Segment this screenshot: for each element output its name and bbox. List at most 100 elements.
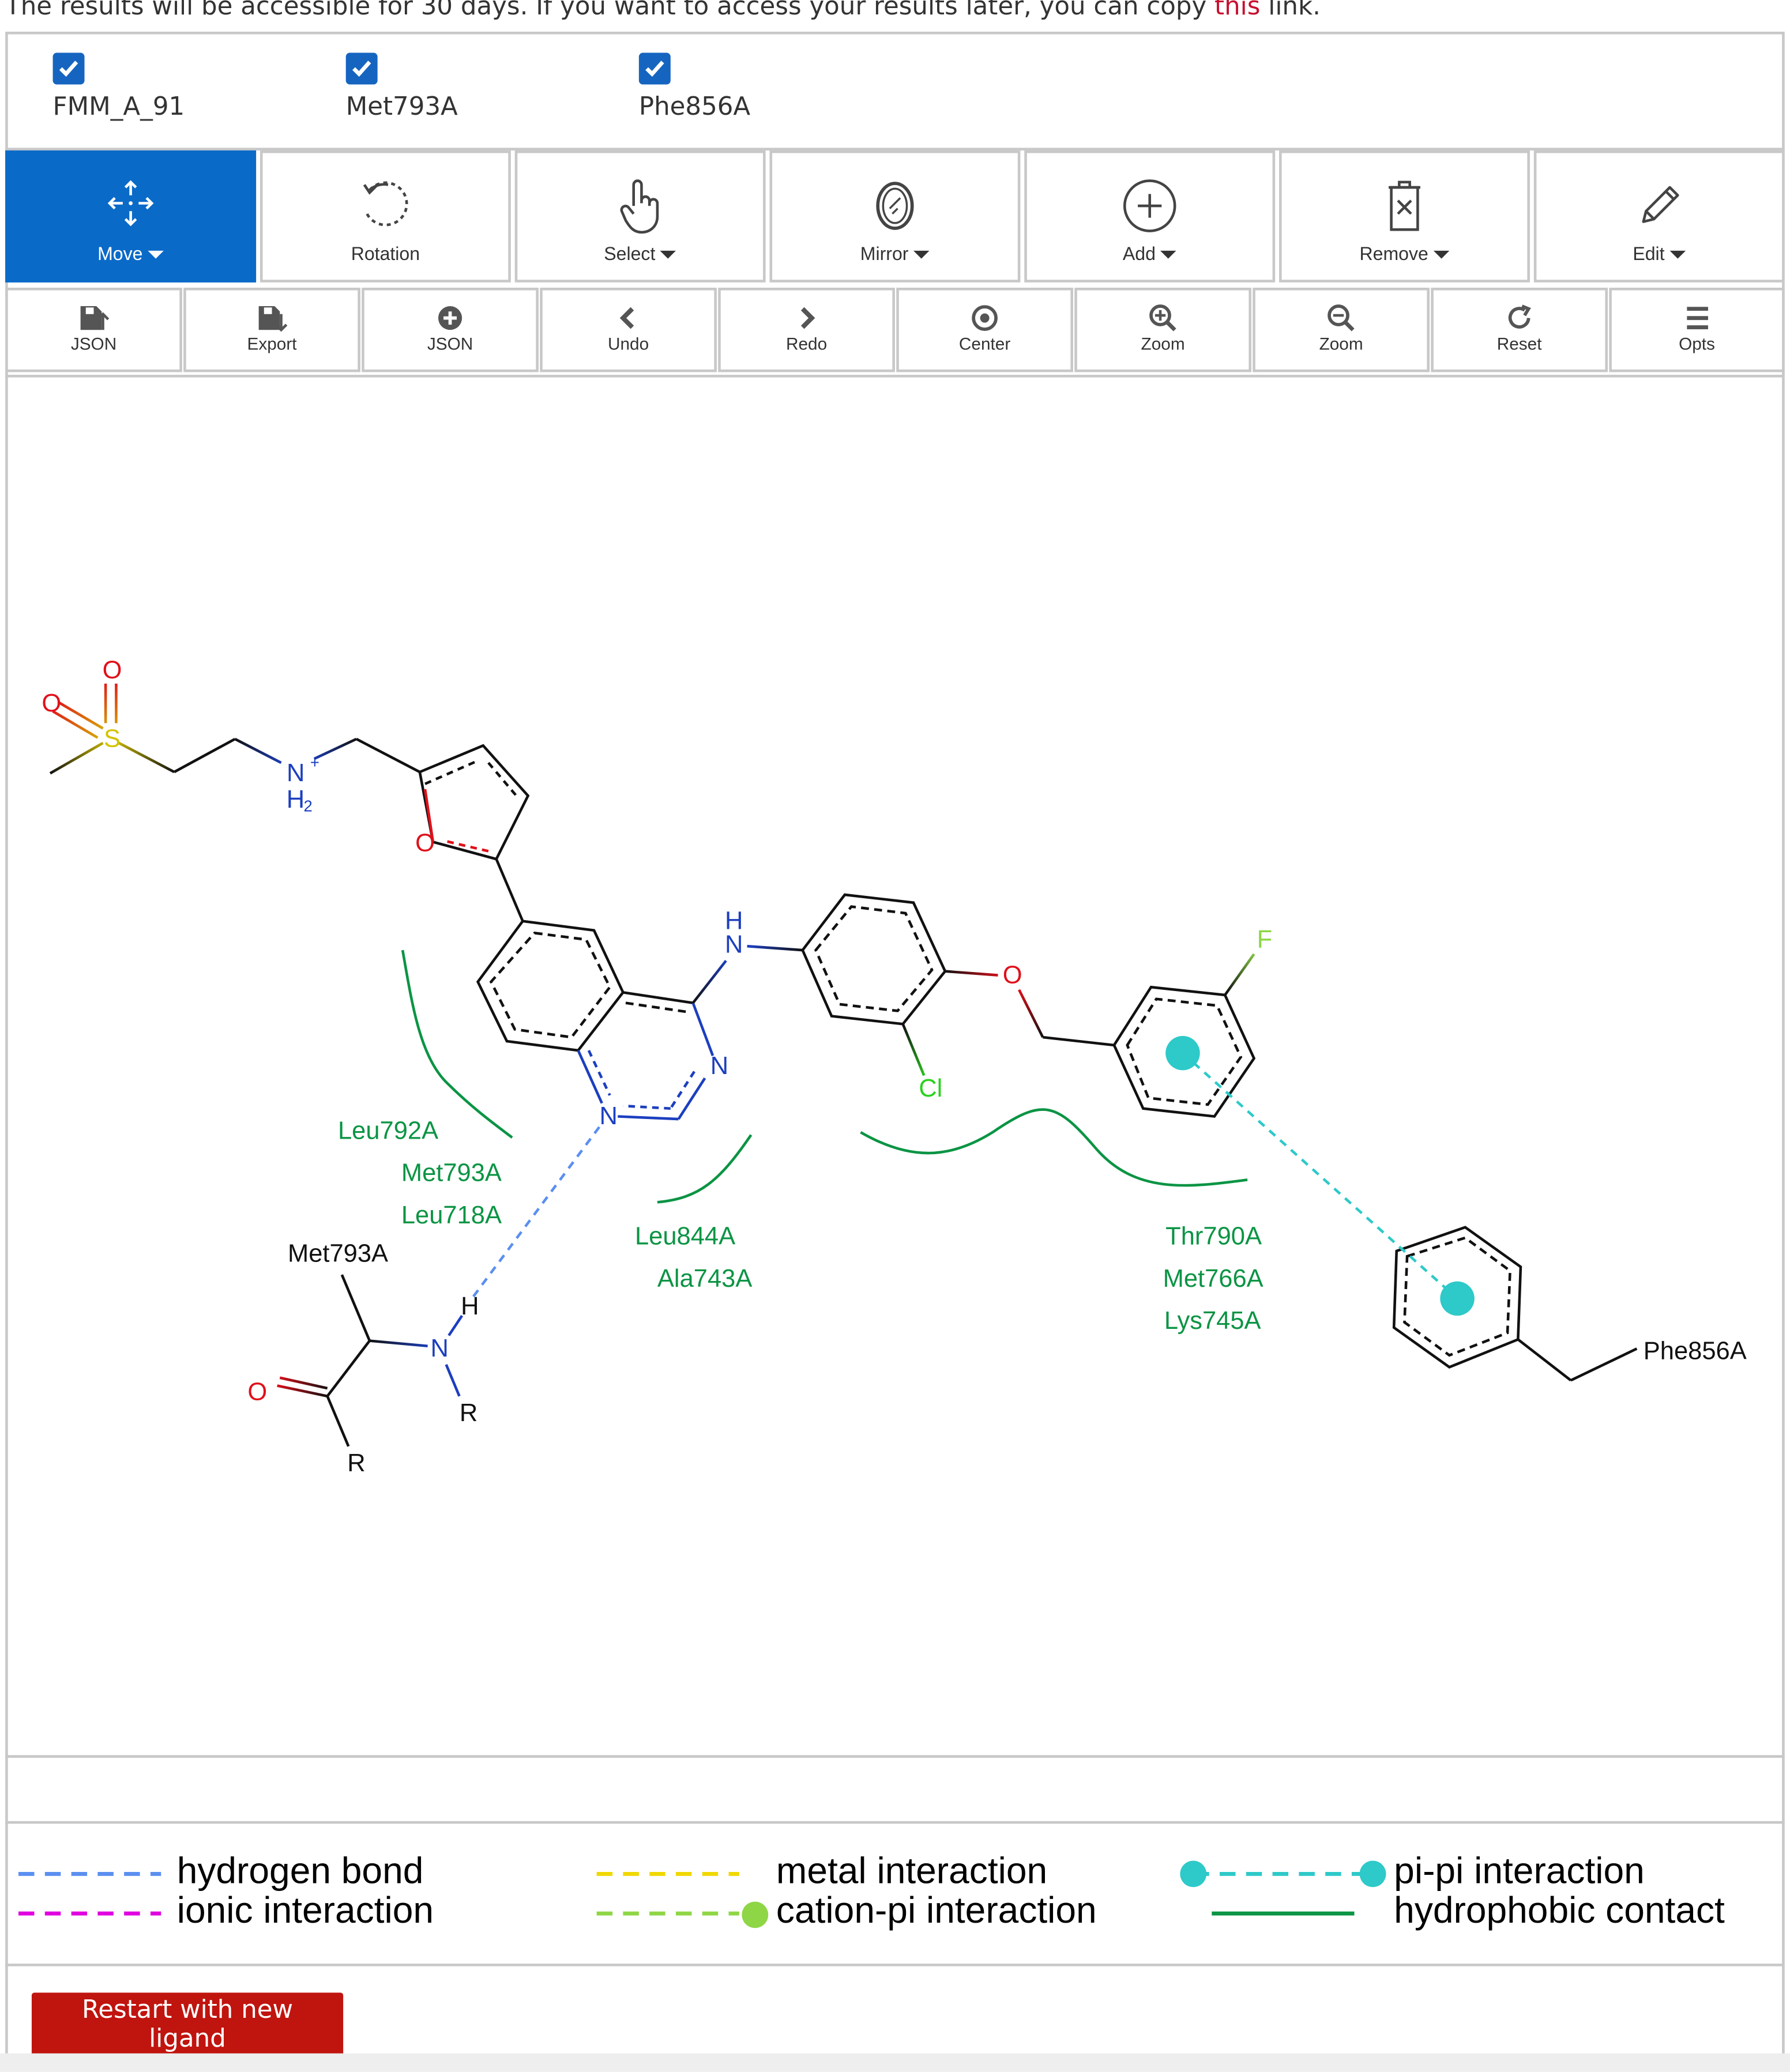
pi-pi-dot-right	[1359, 1860, 1386, 1888]
center-button[interactable]: Center	[896, 288, 1073, 372]
checkbox-box[interactable]	[52, 52, 85, 85]
select-button[interactable]: Select	[514, 150, 766, 282]
cation-pi-dot	[742, 1901, 769, 1928]
checkmark-icon	[59, 61, 78, 77]
caret-down-icon	[1669, 251, 1686, 259]
checkbox-met793a[interactable]: Met793A	[345, 52, 531, 132]
interaction-diagram-canvas[interactable]	[5, 375, 1785, 1758]
target-icon	[972, 305, 998, 331]
zoom-out-label: Zoom	[1319, 334, 1363, 354]
main-toolbar: Move Rotation Select Mirror	[5, 150, 1785, 285]
charge-plus: +	[310, 754, 319, 771]
atom-o-residue: O	[247, 1378, 267, 1406]
legend-symbols	[18, 1860, 1386, 1928]
menu-bars-icon	[1686, 307, 1708, 330]
edit-label: Edit	[1633, 243, 1665, 264]
atom-r: R	[460, 1399, 477, 1427]
mirror-label: Mirror	[860, 243, 909, 264]
add-json-button[interactable]: JSON	[362, 288, 539, 372]
plus-circle-filled-icon	[438, 306, 462, 330]
zoom-out-button[interactable]: Zoom	[1253, 288, 1430, 372]
options-button[interactable]: Opts	[1609, 288, 1785, 372]
ligand-bonds	[49, 683, 1256, 1121]
save-json-label: JSON	[70, 334, 117, 354]
checkbox-label: FMM_A_91	[52, 92, 185, 122]
visibility-checkboxes: FMM_A_91 Met793A Phe856A	[5, 32, 1785, 150]
save-json-button[interactable]: JSON	[5, 288, 182, 372]
pi-pi-interaction	[1165, 1035, 1475, 1316]
add-json-label: JSON	[427, 334, 473, 354]
add-button[interactable]: Add	[1024, 150, 1276, 282]
hydrophobic-contacts	[401, 950, 1248, 1204]
zoom-in-label: Zoom	[1141, 334, 1185, 354]
atom-o: O	[42, 690, 61, 717]
atom-n-quinazoline: N	[600, 1102, 618, 1130]
hydrophobic-arc-thr790	[860, 1108, 1248, 1187]
atom-h2: H	[287, 786, 304, 813]
legend-hydrophobic: hydrophobic contact	[1394, 1889, 1725, 1931]
undo-button[interactable]: Undo	[540, 288, 717, 372]
checkmark-icon	[352, 61, 371, 77]
zoom-in-icon	[1149, 304, 1176, 331]
label-ala743a: Ala743A	[657, 1265, 752, 1293]
move-label: Move	[97, 243, 143, 264]
reset-button[interactable]: Reset	[1431, 288, 1608, 372]
caret-down-icon	[1161, 251, 1177, 259]
remove-button[interactable]: Remove	[1279, 150, 1530, 282]
checkbox-box[interactable]	[345, 52, 378, 85]
atom-r: R	[347, 1449, 365, 1477]
label-leu844a: Leu844A	[635, 1223, 735, 1250]
subscript-2: 2	[303, 797, 312, 815]
notice-text: The results will be accessible for 30 da…	[5, 0, 1215, 21]
hydrophobic-arc-leu844	[657, 1134, 753, 1204]
edit-button[interactable]: Edit	[1533, 150, 1785, 282]
residue-labels: Leu792A Met793A Leu718A Met793A Leu844A …	[288, 1117, 1747, 1365]
options-label: Opts	[1679, 334, 1715, 354]
caret-down-icon	[1433, 251, 1450, 259]
caret-down-icon	[660, 251, 677, 259]
caret-down-icon	[913, 251, 930, 259]
rotation-button[interactable]: Rotation	[260, 150, 511, 282]
add-label: Add	[1122, 243, 1156, 264]
plus-circle-icon	[1123, 179, 1176, 232]
label-leu718a: Leu718A	[401, 1201, 502, 1229]
zoom-in-button[interactable]: Zoom	[1074, 288, 1251, 372]
label-met793a-residue: Met793A	[288, 1240, 388, 1267]
atom-n-quinazoline: N	[710, 1052, 728, 1080]
residue-met793a	[277, 1274, 464, 1447]
checkmark-icon	[645, 61, 664, 77]
rotation-label: Rotation	[351, 243, 420, 264]
export-label: Export	[247, 334, 297, 354]
pointer-hand-icon	[620, 179, 659, 234]
rotate-icon	[363, 181, 408, 227]
legend-cation-pi: cation-pi interaction	[776, 1889, 1097, 1931]
move-button[interactable]: Move	[5, 150, 257, 282]
undo-label: Undo	[607, 334, 649, 354]
checkbox-phe856a[interactable]: Phe856A	[638, 52, 823, 132]
label-leu792a: Leu792A	[338, 1117, 438, 1144]
mirror-button[interactable]: Mirror	[769, 150, 1021, 282]
save-download-icon	[258, 306, 288, 332]
bottom-strip	[0, 2053, 1790, 2072]
hydrophobic-arc-leu792	[401, 950, 513, 1139]
legend-hydrogen-bond: hydrogen bond	[176, 1850, 424, 1892]
redo-button[interactable]: Redo	[718, 288, 895, 372]
notice-text-end: link.	[1260, 0, 1321, 21]
redo-label: Redo	[785, 334, 828, 354]
label-phe856a: Phe856A	[1644, 1338, 1747, 1365]
restart-button[interactable]: Restart with new ligand	[31, 1992, 344, 2056]
checkbox-box[interactable]	[638, 52, 671, 85]
reset-label: Reset	[1496, 334, 1542, 354]
interaction-diagram[interactable]: O O S N + H 2 O H N N N O Cl F O R H N R…	[0, 0, 1790, 1821]
export-button[interactable]: Export	[183, 288, 360, 372]
legend-pi-pi: pi-pi interaction	[1394, 1850, 1645, 1892]
checkbox-label: Met793A	[345, 92, 458, 122]
interaction-legend: hydrogen bond ionic interaction metal in…	[5, 1821, 1785, 1966]
copy-link[interactable]: this	[1214, 0, 1261, 21]
atom-f: F	[1257, 926, 1273, 954]
pi-centroid-residue	[1440, 1281, 1475, 1316]
pi-centroid-ligand	[1165, 1035, 1200, 1071]
caret-down-icon	[148, 251, 164, 259]
checkbox-fmm-a-91[interactable]: FMM_A_91	[52, 52, 238, 132]
